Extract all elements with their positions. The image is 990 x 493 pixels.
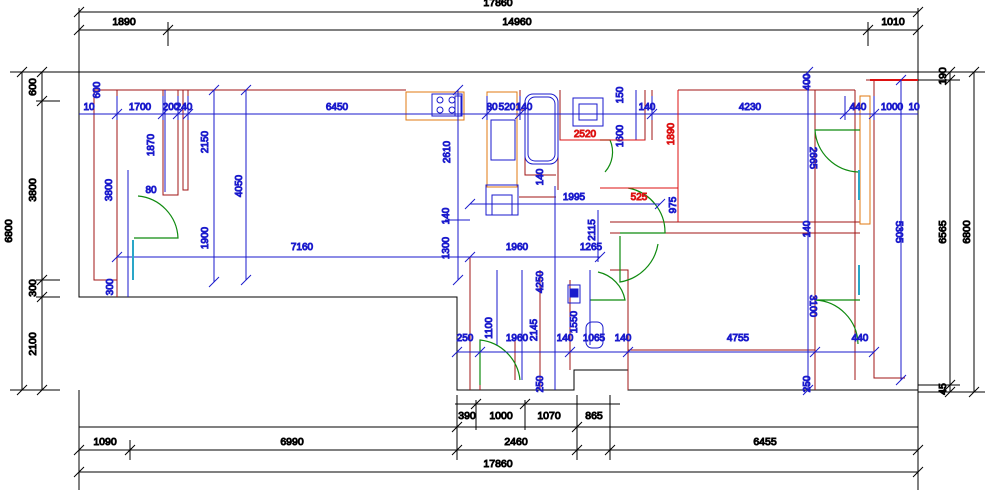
- dim-v-1870: 1870: [146, 133, 157, 156]
- dim-bottom-r1-2: 1000: [489, 410, 513, 422]
- dim-bottom-1960: 1960: [506, 333, 529, 344]
- dim-v-3800: 3800: [104, 178, 115, 201]
- dim-v-600: 600: [92, 81, 103, 98]
- dim-left-seg-2: 3800: [27, 178, 39, 202]
- dim-bottom-r2-1: 1090: [93, 436, 117, 448]
- dim-bottom-r1-3: 1070: [537, 410, 561, 422]
- wardrobe: [859, 95, 871, 225]
- dim-red-1890: 1890: [666, 122, 677, 145]
- kitchen-furniture: [405, 91, 871, 349]
- dim-v-5305: 5305: [893, 221, 904, 244]
- dim-top-overall: 17860: [483, 0, 512, 9]
- dim-bottom-440: 440: [852, 333, 869, 344]
- dim-bottom-r2-3: 2460: [504, 436, 528, 448]
- dim-v-2115: 2115: [587, 219, 598, 241]
- dim-v-1600: 1600: [615, 124, 626, 147]
- dim-row-top-12: 10: [908, 102, 920, 113]
- dim-red-2520: 2520: [574, 129, 597, 140]
- dim-mid2-7160: 7160: [291, 242, 314, 253]
- dim-v-2665: 2665: [807, 147, 818, 170]
- dim-bottom-4755: 4755: [727, 333, 750, 344]
- kitchen-counter: [405, 91, 465, 121]
- dim-v-975: 975: [668, 196, 679, 213]
- dim-row-top-9: 4230: [739, 102, 762, 113]
- dim-row-top-8: 140: [639, 102, 656, 113]
- window-markers: [132, 170, 860, 295]
- red-dimensions: 2520 1890 525: [560, 90, 679, 222]
- dim-row-top-0: 10: [83, 102, 95, 113]
- stove-icon: [431, 93, 463, 117]
- dim-v-4050: 4050: [234, 174, 245, 197]
- dim-row-top-5: 80: [486, 102, 498, 113]
- dim-row-top-7: 140: [516, 102, 533, 113]
- dim-left-seg-3: 300: [27, 279, 39, 297]
- dim-mid1-140b: 140: [802, 220, 813, 237]
- dim-v-1100: 1100: [484, 317, 495, 339]
- door-center: [620, 187, 666, 234]
- dimension-ticks: [111, 66, 907, 396]
- dim-mid1-140: 140: [535, 168, 546, 185]
- dim-bottom-140b: 140: [615, 333, 632, 344]
- dim-v-400: 400: [802, 73, 813, 90]
- dim-bottom-r2-2: 6990: [280, 436, 304, 448]
- dim-v-2150: 2150: [200, 130, 211, 153]
- outer-dimensions: 17860 1890 14960 1010 390 1000 1070 865 …: [3, 0, 985, 490]
- dim-bottom-250b: 250: [535, 375, 546, 392]
- counter-right: [486, 91, 518, 188]
- door-center-lower: [619, 236, 659, 283]
- dim-row-top-11: 1000: [881, 102, 904, 113]
- dim-row-top-3: 240: [176, 102, 193, 113]
- dim-right-top: 190: [937, 67, 949, 85]
- dim-v-3100: 3100: [807, 295, 818, 318]
- dim-bottom-1065: 1065: [583, 333, 606, 344]
- dim-mid1-1995: 1995: [563, 192, 586, 203]
- dim-bottom-r1-4: 865: [585, 410, 603, 422]
- dim-v-2145: 2145: [529, 318, 540, 341]
- door-right-top: [814, 129, 860, 173]
- dim-top-seg-2: 14960: [502, 16, 531, 28]
- door-kitchen: [600, 139, 614, 173]
- dim-bottom-r1-1: 390: [458, 410, 476, 422]
- door-left: [134, 195, 179, 239]
- dim-mid2-1265: 1265: [580, 242, 603, 253]
- dim-row-top-6: 520: [499, 102, 516, 113]
- dim-v-2610: 2610: [442, 140, 453, 163]
- dim-bottom-r2-4: 6455: [753, 436, 777, 448]
- dim-row-top-4: 6450: [326, 102, 349, 113]
- dim-v-1550: 1550: [569, 310, 580, 333]
- dim-left-seg-1: 600: [27, 78, 39, 96]
- dim-bottom-140a: 140: [557, 333, 574, 344]
- fridge-icon: [490, 119, 516, 161]
- dim-v-150: 150: [615, 86, 626, 103]
- dim-mid2-1960: 1960: [506, 242, 529, 253]
- dim-mid1-80: 80: [145, 185, 157, 196]
- bathtub-icon: [524, 93, 559, 165]
- dim-left-seg-4: 2100: [27, 332, 39, 356]
- inner-dimensions: 10 1700 200 240 6450 80 520 140 140 4230…: [79, 72, 920, 393]
- toilet-icon: [585, 321, 604, 349]
- dim-red-525: 525: [631, 192, 648, 203]
- dim-row-top-1: 1700: [129, 102, 152, 113]
- door-right-bottom: [814, 299, 860, 345]
- sink-icon: [572, 97, 604, 127]
- dim-v-4250: 4250: [535, 270, 546, 293]
- dim-bottom-overall: 17860: [483, 458, 512, 470]
- dim-bottom-250: 250: [457, 333, 474, 344]
- dim-v-300: 300: [105, 278, 116, 295]
- door-bottom-left: [479, 339, 521, 385]
- dim-v-250: 250: [802, 375, 813, 392]
- dim-v-140: 140: [441, 207, 452, 224]
- dim-left-overall: 6800: [3, 219, 15, 243]
- dim-top-seg-1: 1890: [112, 16, 136, 28]
- dim-v-1900: 1900: [200, 226, 211, 249]
- dim-right-outer: 6800: [961, 220, 973, 244]
- door-bath: [590, 271, 626, 301]
- dim-right-inner: 6565: [937, 220, 949, 244]
- dim-v-1300: 1300: [441, 236, 452, 259]
- dim-right-bottom: 45: [937, 383, 949, 395]
- dim-top-seg-3: 1010: [881, 16, 905, 28]
- dim-row-top-10: 440: [850, 102, 867, 113]
